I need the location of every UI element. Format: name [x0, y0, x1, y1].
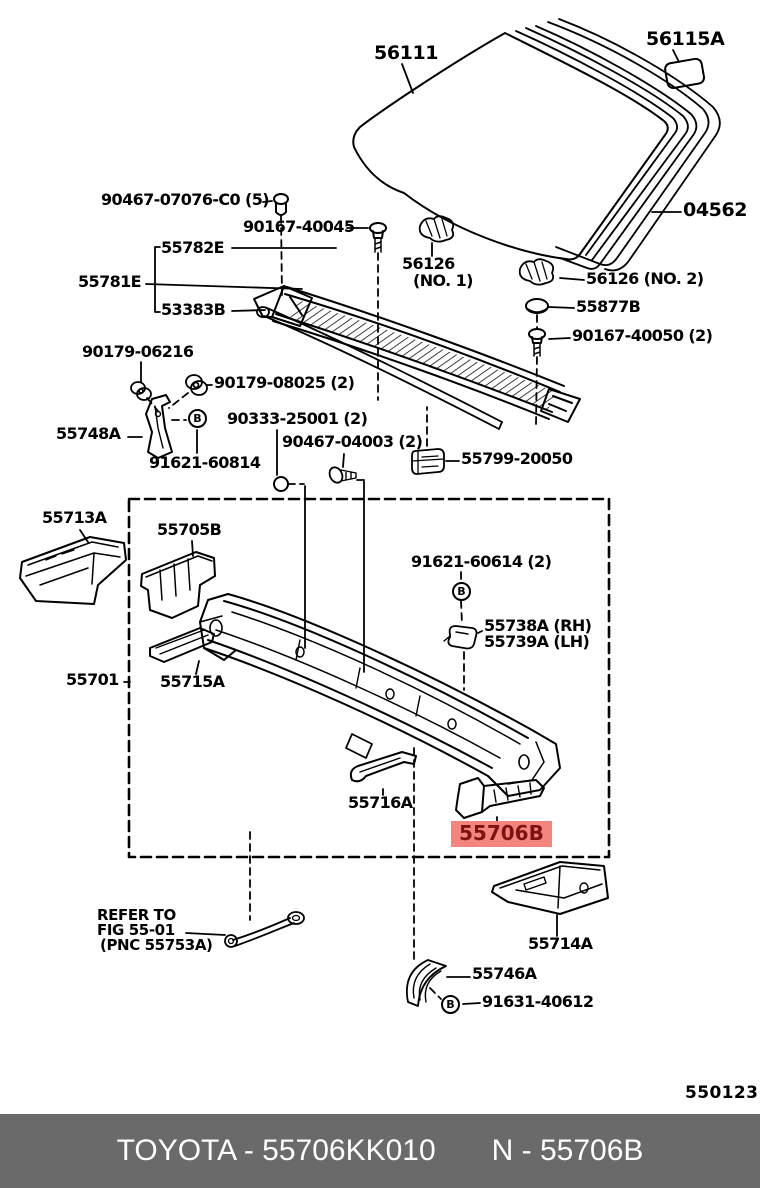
bracket-55748a-drawing	[145, 394, 173, 459]
part-label-55781e[interactable]: 55781E	[78, 272, 142, 291]
part-label-55701[interactable]: 55701	[66, 670, 119, 689]
clip-icon-56126-no2	[518, 258, 555, 286]
windshield-glass-drawing	[352, 32, 669, 261]
part-label-56111[interactable]: 56111	[374, 42, 439, 64]
clip-icon-55738a	[443, 625, 478, 650]
part-label-91631-40612[interactable]: 91631-40612	[482, 992, 594, 1011]
bracket-55706b-drawing	[455, 777, 545, 819]
part-label-55799-20050[interactable]: 55799-20050	[461, 449, 573, 468]
part-label-56115a[interactable]: 56115A	[646, 28, 725, 50]
channel-55715a-drawing	[149, 627, 215, 663]
screw-rivet-icon	[273, 193, 289, 216]
windshield-inner-molding-drawing	[515, 25, 698, 270]
part-label-55706b-highlighted[interactable]: 55706B	[451, 821, 552, 847]
part-label-55713a[interactable]: 55713A	[42, 508, 107, 527]
part-label-55705b[interactable]: 55705B	[157, 520, 222, 539]
part-label-55715a[interactable]: 55715A	[160, 672, 225, 691]
part-label-55782e[interactable]: 55782E	[161, 238, 225, 257]
footer-part-number: N - 55706B	[491, 1134, 644, 1167]
bracket-55705b-drawing	[140, 551, 216, 619]
figure-number: 550123	[685, 1083, 759, 1103]
part-label-53383b[interactable]: 53383B	[161, 300, 226, 319]
part-label-56126-no1-qualifier: (NO. 1)	[413, 271, 473, 290]
grommet-icon-55877b	[525, 298, 549, 314]
part-label-04562[interactable]: 04562	[683, 199, 748, 221]
nut-icon-06216	[130, 381, 152, 401]
part-label-90167-40050[interactable]: 90167-40050 (2)	[572, 326, 713, 345]
part-label-90179-06216[interactable]: 90179-06216	[82, 342, 194, 361]
part-label-55877b[interactable]: 55877B	[576, 297, 641, 316]
refer-note-line3: (PNC 55753A)	[100, 936, 213, 954]
gusset-55714a-drawing	[491, 861, 609, 915]
circled-b-icon: B	[452, 582, 471, 601]
part-label-55738a-rh[interactable]: 55738A (RH)	[484, 616, 592, 635]
cowl-louver-drawing	[253, 285, 581, 423]
circled-b-icon: B	[441, 995, 460, 1014]
footer-bar: TOYOTA - 55706KK010 N - 55706B	[0, 1114, 760, 1188]
part-label-91621-60614[interactable]: 91621-60614 (2)	[411, 552, 552, 571]
clip-icon-56126-no1	[418, 215, 455, 243]
glass-spacer-56115a-drawing	[664, 57, 706, 89]
part-label-55716a[interactable]: 55716A	[348, 793, 413, 812]
part-label-91621-60814[interactable]: 91621-60814	[149, 453, 261, 472]
part-label-90333-25001[interactable]: 90333-25001 (2)	[227, 409, 368, 428]
dashed-leader-lines	[146, 215, 538, 1000]
part-label-90467-04003[interactable]: 90467-04003 (2)	[282, 432, 423, 451]
gusset-55713a-drawing	[19, 536, 127, 605]
part-label-55714a[interactable]: 55714A	[528, 934, 593, 953]
circled-b-icon: B	[188, 409, 207, 428]
part-label-90467-07076-c0[interactable]: 90467-07076-C0 (5)	[101, 190, 270, 209]
clip-55746a-drawing	[406, 959, 447, 1007]
part-label-55746a[interactable]: 55746A	[472, 964, 537, 983]
part-label-56126-no1[interactable]: 56126	[402, 254, 455, 273]
refer-note-line1: REFER TO	[97, 906, 176, 924]
rod-55753a-drawing	[224, 911, 305, 948]
bolt-icon-40050	[528, 328, 546, 357]
nut-icon-08025	[185, 374, 208, 396]
part-label-90179-08025[interactable]: 90179-08025 (2)	[214, 373, 355, 392]
part-label-56126-no2[interactable]: 56126 (NO. 2)	[586, 269, 704, 288]
bolt-icon-04003	[328, 466, 357, 484]
oring-icon-25001	[273, 476, 289, 492]
part-label-90167-40045[interactable]: 90167-40045	[243, 217, 355, 236]
part-label-55748a[interactable]: 55748A	[56, 424, 121, 443]
windshield-outer-molding-drawing	[547, 18, 721, 272]
part-label-55739a-lh[interactable]: 55739A (LH)	[484, 632, 590, 651]
clip-icon-55799	[411, 448, 445, 475]
refer-note-line2: FIG 55-01	[97, 921, 175, 939]
bracket-55716a-drawing	[349, 751, 417, 783]
bolt-icon-40045	[369, 222, 387, 253]
footer-oem-part-code: TOYOTA - 55706KK010	[116, 1134, 436, 1167]
